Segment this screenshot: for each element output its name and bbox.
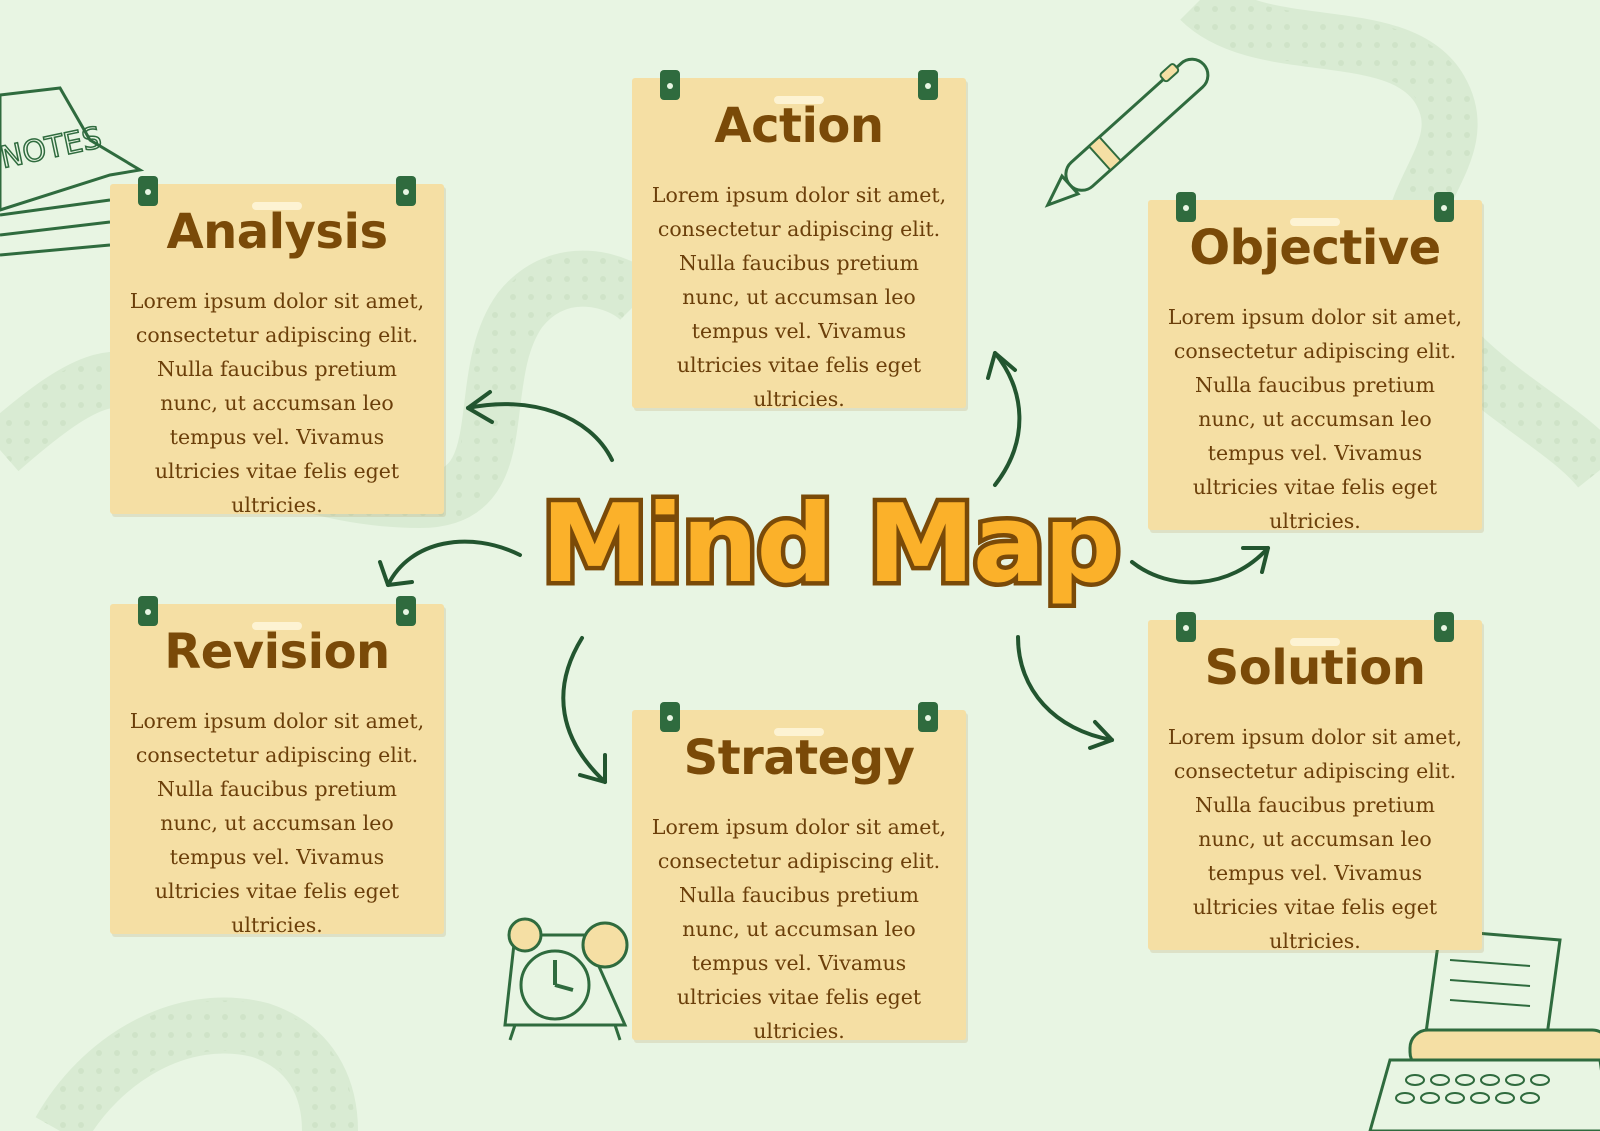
clip-icon	[396, 176, 416, 206]
note-body: Lorem ipsum dolor sit amet, consectetur …	[1167, 305, 1463, 533]
arrow-to-solution	[1016, 635, 1114, 750]
tape	[774, 728, 824, 736]
note-title: Action	[714, 98, 884, 154]
note-title: Analysis	[166, 204, 388, 260]
tape	[252, 622, 302, 630]
note-analysis: Analysis Lorem ipsum dolor sit amet, con…	[110, 176, 444, 517]
clip-icon	[138, 176, 158, 206]
pen-icon	[1044, 57, 1210, 208]
arrow-to-strategy	[561, 636, 607, 784]
note-revision: Revision Lorem ipsum dolor sit amet, con…	[110, 596, 444, 937]
tape	[774, 96, 824, 104]
note-title: Strategy	[683, 730, 915, 786]
note-body: Lorem ipsum dolor sit amet, consectetur …	[651, 183, 947, 411]
note-strategy: Strategy Lorem ipsum dolor sit amet, con…	[632, 702, 966, 1043]
typewriter-icon	[1368, 928, 1600, 1131]
note-objective: Objective Lorem ipsum dolor sit amet, co…	[1148, 192, 1482, 533]
note-body: Lorem ipsum dolor sit amet, consectetur …	[651, 815, 947, 1043]
arrow-to-revision	[378, 539, 522, 587]
clip-icon	[138, 596, 158, 626]
note-title: Objective	[1189, 220, 1441, 276]
clip-icon	[1176, 612, 1196, 642]
tape	[252, 202, 302, 210]
note-action: Action Lorem ipsum dolor sit amet, conse…	[632, 70, 966, 411]
clip-icon	[660, 702, 680, 732]
note-solution: Solution Lorem ipsum dolor sit amet, con…	[1148, 612, 1482, 953]
notes-pad-icon: NOTES	[0, 86, 145, 257]
note-body: Lorem ipsum dolor sit amet, consectetur …	[129, 709, 425, 937]
arrow-to-analysis	[466, 390, 614, 462]
clip-icon	[396, 596, 416, 626]
center-title: Mind Map	[537, 478, 1126, 612]
tape	[1290, 218, 1340, 226]
note-title: Revision	[164, 624, 390, 680]
tape	[1290, 638, 1340, 646]
note-body: Lorem ipsum dolor sit amet, consectetur …	[1167, 725, 1463, 953]
clip-icon	[1176, 192, 1196, 222]
alarm-clock-icon	[503, 917, 629, 1041]
arrow-to-action	[986, 351, 1022, 487]
clip-icon	[1434, 612, 1454, 642]
clip-icon	[1434, 192, 1454, 222]
note-title: Solution	[1204, 640, 1426, 696]
clip-icon	[660, 70, 680, 100]
clip-icon	[918, 702, 938, 732]
clip-icon	[918, 70, 938, 100]
arrow-to-objective	[1130, 546, 1270, 585]
note-body: Lorem ipsum dolor sit amet, consectetur …	[129, 289, 425, 517]
